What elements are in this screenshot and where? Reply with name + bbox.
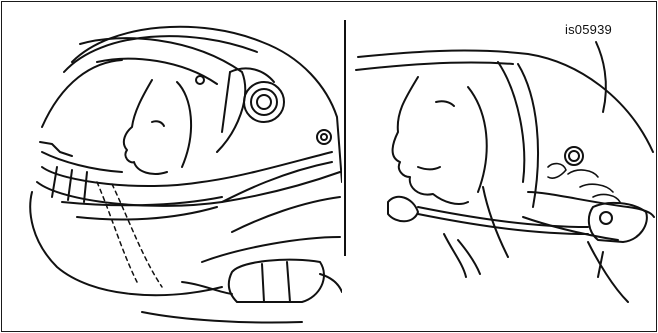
rider-face <box>122 79 168 175</box>
panel-divider <box>344 20 346 256</box>
comm-module-left <box>227 258 325 303</box>
rider-face <box>391 76 469 205</box>
brand-script <box>547 162 621 203</box>
right-helmet-illustration <box>355 41 655 303</box>
left-helmet-illustration <box>29 25 342 324</box>
helmet-shell <box>357 49 654 153</box>
figure-reference-code: is05939 <box>565 22 612 37</box>
chin-bar <box>41 151 333 187</box>
mic-cable-dashed <box>96 181 138 283</box>
helmet-visor <box>79 37 247 153</box>
boom-microphone <box>387 195 589 235</box>
comm-module-right <box>587 201 648 243</box>
helmet-shell <box>71 25 342 183</box>
visor-pivot-icon <box>243 81 285 123</box>
